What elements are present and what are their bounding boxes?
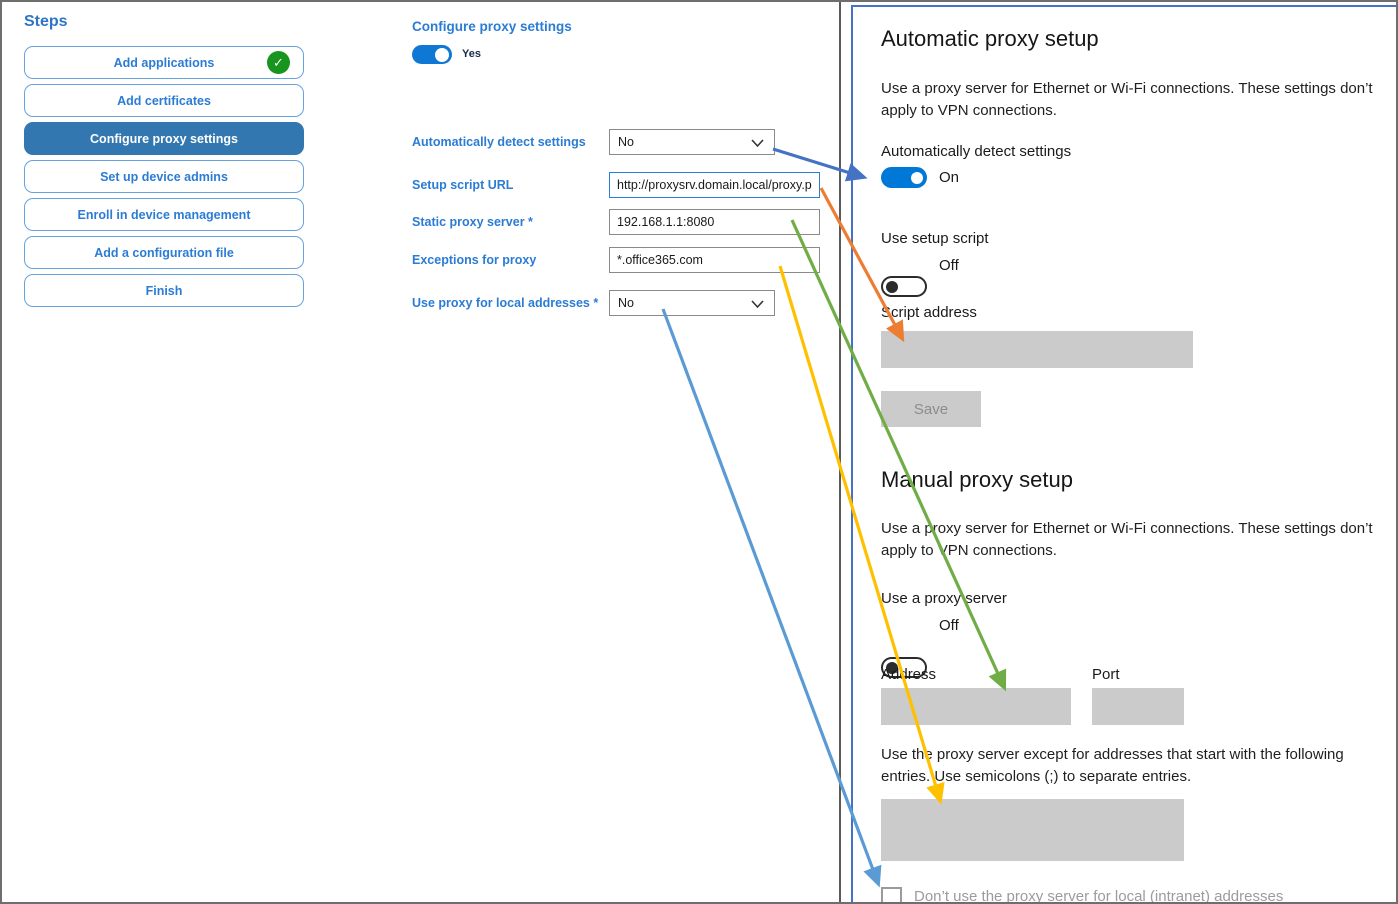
chevron-down-icon	[751, 139, 764, 148]
windows-settings-callout: Automatic proxy setup Use a proxy server…	[851, 5, 1396, 904]
proxy-exceptions-description: Use the proxy server except for addresse…	[881, 746, 1344, 785]
use-proxy-server-label: Use a proxy server	[881, 590, 1007, 607]
step-label: Add applications	[113, 55, 215, 70]
field-label: Automatically detect settings	[412, 135, 586, 149]
step-label: Add a configuration file	[94, 245, 234, 260]
use-setup-script-toggle-state: Off	[939, 257, 959, 274]
config-panel-title: Configure proxy settings	[412, 19, 572, 34]
configure-proxy-toggle[interactable]	[412, 45, 452, 64]
use-proxy-local-addresses-dropdown[interactable]: No	[609, 290, 775, 316]
dropdown-value: No	[618, 296, 634, 310]
auto-detect-label: Automatically detect settings	[881, 143, 1072, 160]
configure-proxy-toggle-state: Yes	[462, 48, 481, 60]
toggle-knob	[435, 47, 449, 62]
field-label: Use proxy for local addresses *	[412, 296, 599, 310]
step-enroll-in-device-management[interactable]: Enroll in device management	[24, 198, 304, 231]
dropdown-value: No	[618, 135, 634, 149]
use-setup-script-label: Use setup script	[881, 230, 989, 247]
save-button[interactable]: Save	[881, 391, 981, 427]
toggle-knob	[886, 280, 898, 293]
manual-proxy-heading: Manual proxy setup	[881, 467, 1073, 492]
field-label: Setup script URL	[412, 178, 514, 192]
steps-panel-title: Steps	[24, 13, 68, 30]
auto-detect-toggle-state: On	[939, 169, 960, 186]
field-label: Exceptions for proxy	[412, 253, 537, 267]
completed-check-icon: ✓	[267, 51, 290, 74]
script-address-field[interactable]	[881, 331, 1193, 368]
script-address-label: Script address	[881, 304, 977, 321]
proxy-exceptions-field[interactable]	[881, 799, 1184, 861]
step-finish[interactable]: Finish	[24, 274, 304, 307]
setup-script-url-input[interactable]	[609, 172, 820, 198]
local-intranet-checkbox-label: Don’t use the proxy server for local (in…	[914, 888, 1284, 904]
step-label: Configure proxy settings	[90, 131, 238, 146]
step-label: Finish	[145, 283, 183, 298]
panel-divider	[839, 2, 841, 902]
step-add-certificates[interactable]: Add certificates	[24, 84, 304, 117]
field-row-auto-detect: Automatically detect settings No	[412, 129, 775, 155]
chevron-down-icon	[751, 300, 764, 309]
port-field[interactable]	[1092, 688, 1184, 725]
steps-list: Add applications ✓ Add certificates Conf…	[24, 46, 304, 307]
manual-proxy-description: Use a proxy server for Ethernet or Wi-Fi…	[881, 520, 1373, 559]
toggle-knob	[911, 171, 923, 184]
field-label: Static proxy server *	[412, 215, 533, 229]
step-label: Add certificates	[117, 93, 211, 108]
step-add-a-configuration-file[interactable]: Add a configuration file	[24, 236, 304, 269]
step-label: Set up device admins	[100, 169, 228, 184]
use-proxy-server-toggle-state: Off	[939, 617, 959, 634]
auto-detect-settings-dropdown[interactable]: No	[609, 129, 775, 155]
address-label: Address	[881, 666, 937, 683]
local-intranet-checkbox[interactable]	[881, 887, 902, 902]
step-add-applications[interactable]: Add applications ✓	[24, 46, 304, 79]
step-set-up-device-admins[interactable]: Set up device admins	[24, 160, 304, 193]
static-proxy-server-input[interactable]	[609, 209, 820, 235]
address-field[interactable]	[881, 688, 1071, 725]
step-configure-proxy-settings[interactable]: Configure proxy settings	[24, 122, 304, 155]
arrow-local-address-mapping	[661, 308, 882, 888]
auto-detect-toggle[interactable]	[881, 167, 927, 188]
field-row-local-addresses: Use proxy for local addresses * No	[412, 290, 775, 316]
exceptions-for-proxy-input[interactable]	[609, 247, 820, 273]
port-label: Port	[1092, 666, 1120, 683]
automatic-proxy-heading: Automatic proxy setup	[881, 26, 1099, 51]
use-setup-script-toggle[interactable]	[881, 276, 927, 297]
step-label: Enroll in device management	[77, 207, 251, 222]
automatic-proxy-description: Use a proxy server for Ethernet or Wi-Fi…	[881, 80, 1373, 119]
